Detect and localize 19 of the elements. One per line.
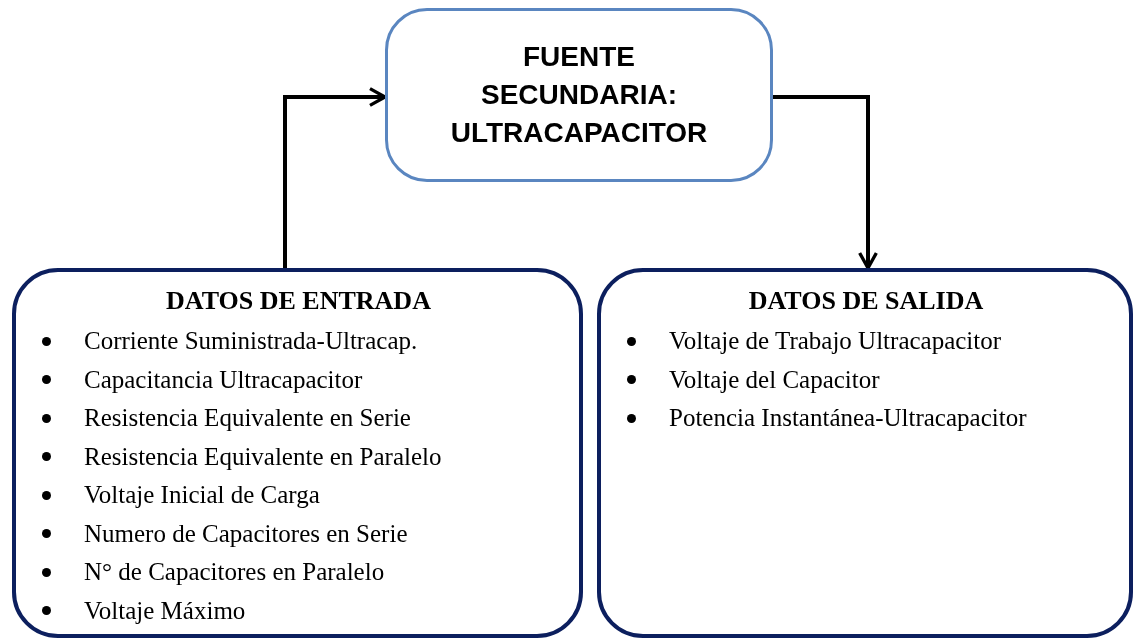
list-item: Voltaje de Trabajo Ultracapacitor — [669, 327, 1002, 356]
box-heading: DATOS DE SALIDA — [748, 285, 984, 317]
list-item: N° de Capacitores en Paralelo — [84, 558, 385, 587]
box-heading: DATOS DE ENTRADA — [166, 285, 431, 317]
list-item: Potencia Instantánea-Ultracapacitor — [669, 404, 1027, 433]
list-box — [597, 268, 1133, 638]
list-item: Resistencia Equivalente en Paralelo — [84, 442, 442, 471]
arrow — [283, 87, 387, 268]
list-item: Resistencia Equivalente en Serie — [84, 404, 411, 433]
list-box — [12, 268, 583, 638]
list-item: Numero de Capacitores en Serie — [84, 519, 408, 548]
list-item: Voltaje Máximo — [84, 596, 246, 625]
list-item: Voltaje Inicial de Carga — [84, 481, 320, 510]
box-title: FUENTE SECUNDARIA: ULTRACAPACITOR — [449, 40, 709, 150]
list-item: Corriente Suministrada-Ultracap. — [84, 327, 418, 356]
process-box — [385, 8, 773, 182]
arrow — [773, 95, 878, 270]
list-item: Voltaje del Capacitor — [669, 365, 880, 394]
list-item: Capacitancia Ultracapacitor — [84, 365, 363, 394]
